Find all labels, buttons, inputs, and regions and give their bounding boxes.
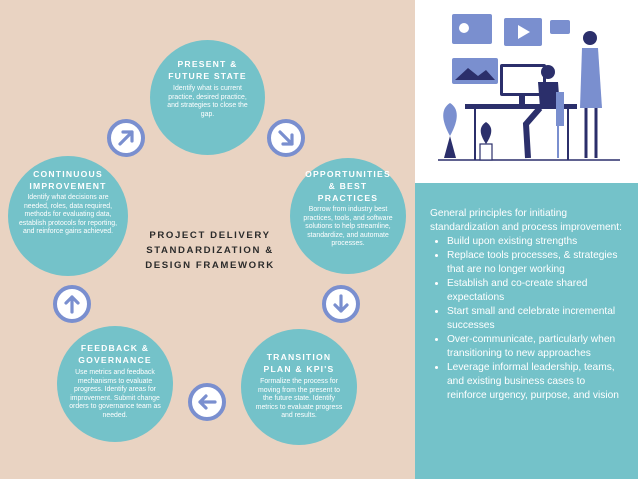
arrow-up-icon — [53, 285, 91, 323]
stage-transition: TRANSITION PLAN & KPI'S Formalize the pr… — [241, 329, 357, 445]
stage-continuous-improvement: CONTINUOUS IMPROVEMENT Identify what dec… — [8, 156, 128, 276]
stage-title: OPPORTUNITIES & BEST PRACTICES — [305, 169, 391, 203]
stage-feedback: FEEDBACK & GOVERNANCE Use metrics and fe… — [57, 326, 173, 442]
stage-description: Identify what decisions are needed, role… — [18, 194, 118, 236]
stage-title: FEEDBACK & GOVERNANCE — [78, 343, 152, 365]
stage-description: Borrow from industry best practices, too… — [303, 206, 393, 248]
list-item: Leverage informal leadership, teams, and… — [447, 361, 626, 403]
arrow-down-icon — [322, 285, 360, 323]
stage-title: CONTINUOUS IMPROVEMENT — [29, 169, 107, 191]
list-item: Start small and celebrate incremental su… — [447, 305, 626, 333]
stage-present-future: PRESENT & FUTURE STATE Identify what is … — [150, 40, 265, 155]
stage-description: Use metrics and feedback mechanisms to e… — [69, 369, 161, 419]
framework-title: PROJECT DELIVERY STANDARDIZATION & DESIG… — [145, 230, 275, 271]
principles-intro: General principles for initiating standa… — [430, 208, 622, 233]
arrow-up-right-icon — [107, 119, 145, 157]
principles-list: Build upon existing strengths Replace to… — [430, 235, 626, 403]
office-workers-illustration — [430, 8, 626, 168]
stage-description: Identify what is current practice, desir… — [167, 85, 248, 118]
list-item: Over-communicate, particularly when tran… — [447, 333, 626, 361]
stage-opportunities: OPPORTUNITIES & BEST PRACTICES Borrow fr… — [290, 158, 406, 274]
principles-section: General principles for initiating standa… — [430, 207, 626, 403]
stage-title: TRANSITION PLAN & KPI'S — [263, 352, 335, 374]
stage-title: PRESENT & FUTURE STATE — [168, 59, 247, 81]
list-item: Establish and co-create shared expectati… — [447, 277, 626, 305]
arrow-down-right-icon — [267, 119, 305, 157]
principles-panel — [415, 183, 638, 479]
list-item: Build upon existing strengths — [447, 235, 626, 249]
list-item: Replace tools processes, & strategies th… — [447, 249, 626, 277]
arrow-left-icon — [188, 383, 226, 421]
stage-description: Formalize the process for moving from th… — [255, 378, 343, 420]
